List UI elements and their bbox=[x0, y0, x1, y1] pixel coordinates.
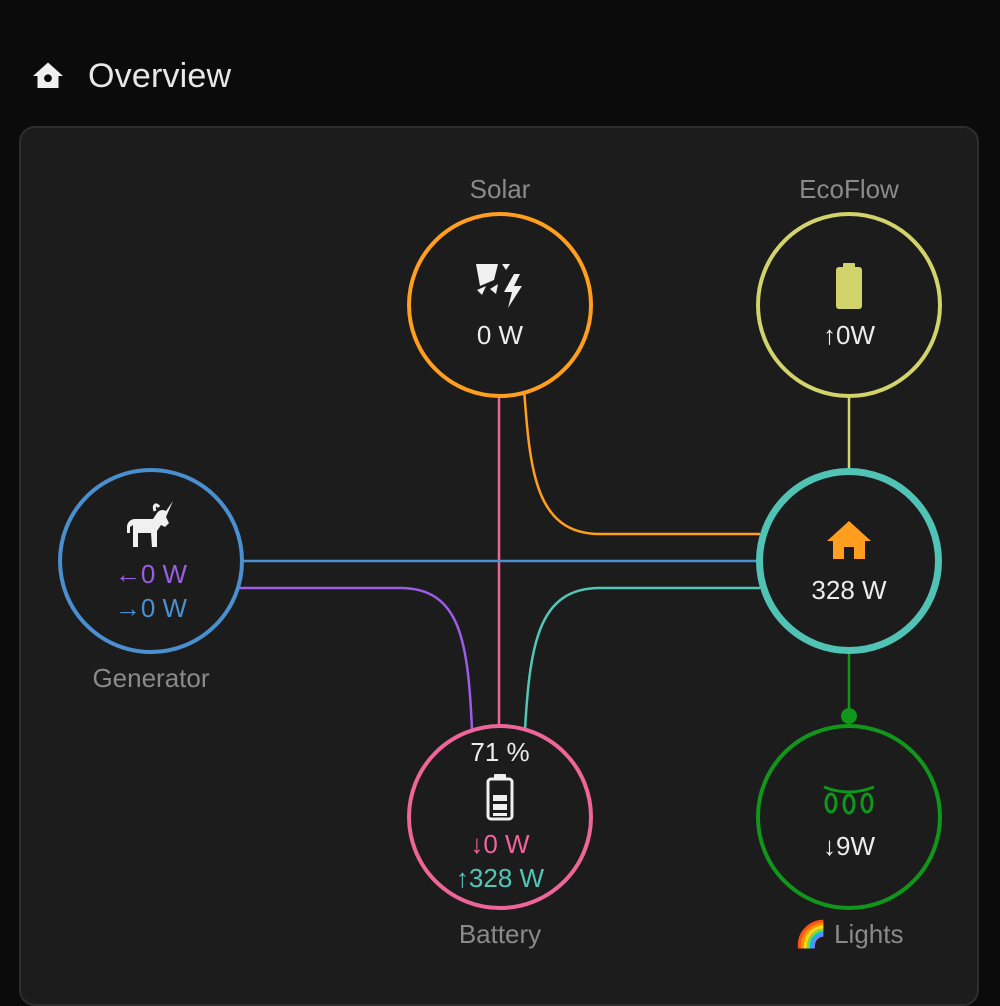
ecoflow-node[interactable]: ↑0W bbox=[756, 212, 942, 398]
flow-home-lights-dot bbox=[841, 708, 857, 724]
generator-label: Generator bbox=[92, 663, 210, 693]
battery-node[interactable]: 71 % ↓0 W ↑328 W bbox=[407, 724, 593, 910]
battery-out-value: 328 W bbox=[468, 863, 545, 893]
generator-node[interactable]: ←0 W →0 W bbox=[58, 468, 244, 654]
solar-power-icon bbox=[476, 264, 522, 308]
arrow-up-icon: ↑ bbox=[455, 863, 469, 893]
lights-label: 🌈 Lights bbox=[794, 919, 904, 949]
generator-out-value: 0 W bbox=[140, 593, 188, 623]
battery-label: Battery bbox=[458, 919, 542, 949]
flow-generator-battery bbox=[238, 586, 474, 731]
battery-full-icon bbox=[836, 263, 862, 309]
battery-in-value: 0 W bbox=[483, 829, 530, 859]
ecoflow-value: 0W bbox=[836, 320, 875, 350]
arrow-right-icon: → bbox=[114, 593, 141, 623]
home-icon bbox=[827, 521, 871, 559]
home-value: 328 W bbox=[811, 575, 887, 605]
string-lights-icon bbox=[823, 785, 875, 815]
page-title: Overview bbox=[88, 56, 232, 95]
solar-node[interactable]: 0 W bbox=[407, 212, 593, 398]
unicorn-icon bbox=[127, 501, 173, 547]
arrow-down-icon: ↓ bbox=[470, 829, 484, 859]
battery-medium-icon bbox=[486, 774, 514, 821]
flow-battery-home bbox=[523, 586, 760, 731]
solar-value: 0 W bbox=[476, 320, 524, 350]
generator-in-value: 0 W bbox=[140, 559, 188, 589]
lights-value: 9W bbox=[836, 831, 875, 861]
arrow-up-icon: ↑ bbox=[823, 320, 836, 350]
solar-label: Solar bbox=[469, 174, 531, 204]
card-header: Overview bbox=[30, 52, 231, 100]
battery-in-reading: ↓0 W bbox=[470, 827, 529, 861]
generator-in-reading: ←0 W bbox=[115, 557, 187, 591]
lights-reading: ↓9W bbox=[823, 829, 875, 863]
ecoflow-reading: ↑0W bbox=[823, 318, 875, 352]
home-node[interactable]: 328 W bbox=[756, 468, 942, 654]
flow-lines bbox=[238, 388, 857, 731]
generator-out-reading: →0 W bbox=[115, 591, 187, 625]
flow-solar-home bbox=[522, 388, 760, 536]
battery-percent: 71 % bbox=[470, 737, 530, 767]
ecoflow-label: EcoFlow bbox=[799, 174, 899, 204]
arrow-down-icon: ↓ bbox=[823, 831, 836, 861]
home-heart-icon bbox=[33, 62, 63, 88]
lights-node[interactable]: ↓9W bbox=[756, 724, 942, 910]
arrow-left-icon: ← bbox=[114, 559, 141, 589]
battery-out-reading: ↑328 W bbox=[456, 861, 544, 895]
